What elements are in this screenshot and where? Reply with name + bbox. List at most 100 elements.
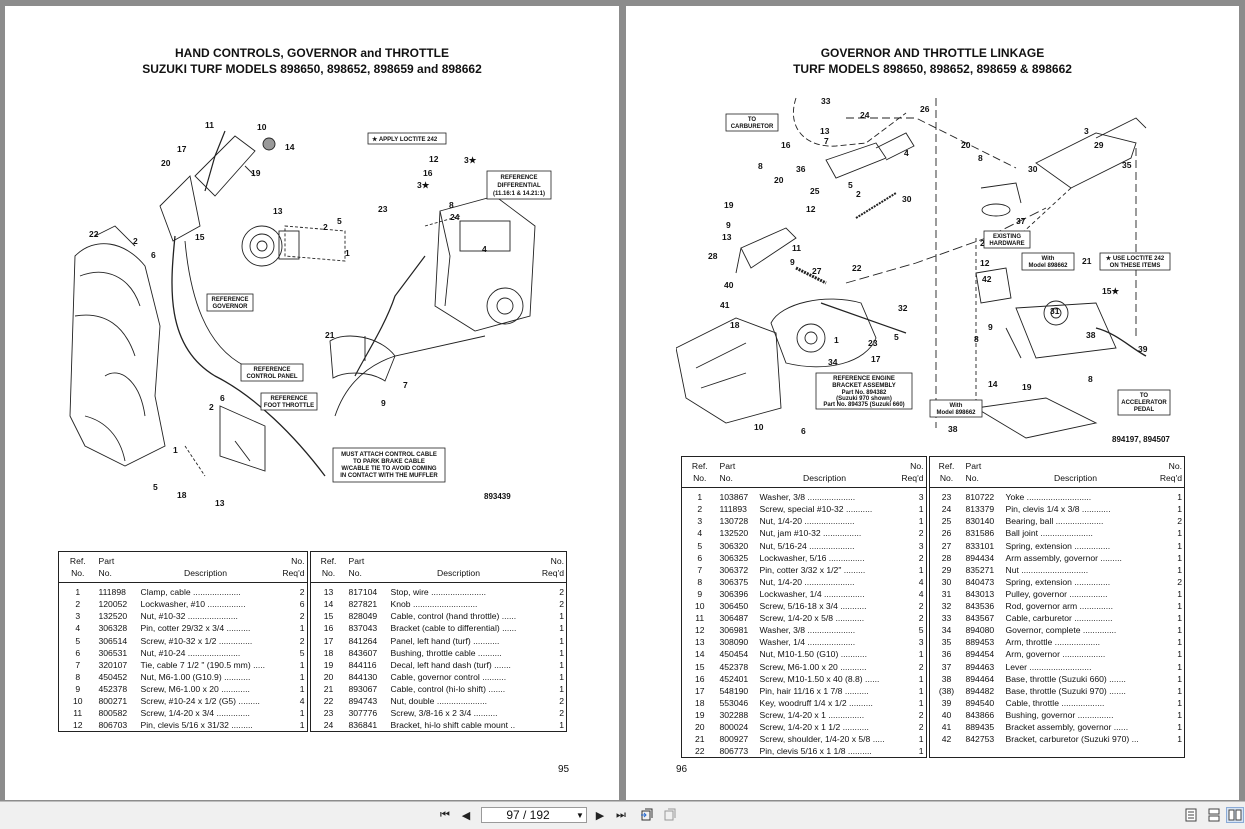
callout-reference-control-panel: REFERENCE CONTROL PANEL [240, 363, 304, 382]
cell-ref: 21 [694, 734, 705, 745]
cell-ref: 3 [75, 611, 81, 622]
col-qty: No.Req'd [1147, 456, 1185, 489]
svg-text:CARBURETOR: CARBURETOR [731, 124, 774, 130]
callout-number: 39 [1138, 344, 1148, 354]
cell-part: 800024 [719, 721, 749, 732]
cell-ref: 11 [73, 708, 83, 719]
cell-qty: 1 [559, 611, 564, 622]
cell-desc: Stop, wire ....................... [390, 587, 487, 598]
cell-part: 894540 [965, 697, 995, 708]
cell-ref: 24 [925, 503, 964, 516]
cell-part: 843866 [965, 709, 995, 720]
first-page-button[interactable]: ⏮ [440, 808, 450, 821]
continuous-view-icon[interactable] [1205, 807, 1223, 823]
cell-ref: 8 [697, 576, 703, 587]
callout-number: 11 [205, 120, 214, 130]
cell-qty: 1 [918, 746, 924, 757]
callout-number: 28 [708, 251, 718, 261]
cell-qty [1148, 745, 1185, 758]
cell-qty: 1 [918, 734, 924, 745]
cell-desc: Washer, 3/8 .................... [759, 492, 856, 503]
previous-page-button[interactable]: ◀ [461, 809, 471, 822]
single-page-view-icon[interactable] [1182, 807, 1200, 823]
cell-part: 889435 [965, 721, 995, 732]
cell-desc: Screw, 5/16-18 x 3/4 ........... [759, 601, 867, 612]
cell-qty: 2 [299, 635, 305, 646]
cell-part: 307776 [348, 708, 378, 719]
cell-part: 800582 [98, 708, 128, 719]
callout-number: 5 [337, 216, 342, 226]
cell-qty: 1 [299, 671, 305, 682]
cell-desc: Pin, clevis 5/16 x 31/32 ......... [140, 720, 253, 731]
cell-ref: 19 [694, 709, 705, 720]
callout-number: 19 [251, 168, 261, 178]
cell-desc: Bearing, ball .................... [1005, 516, 1104, 527]
svg-text:Model 898662: Model 898662 [1028, 263, 1068, 269]
cell-part: 306375 [719, 576, 749, 587]
cell-part: 827821 [348, 599, 378, 610]
page-number-field[interactable]: 97 / 192 ▼ [481, 807, 587, 823]
cell-ref: 6 [697, 552, 703, 563]
cell-desc: Screw, M6-1.00 x 20 ............ [140, 683, 250, 694]
cell-ref: 37 [925, 660, 964, 673]
cell-qty: 1 [1177, 734, 1182, 745]
cell-ref: 12 [72, 720, 83, 731]
cell-part: 843536 [965, 601, 995, 612]
callout-number: 2 [856, 189, 861, 199]
callout-number: 18 [730, 320, 740, 330]
cell-part: 302288 [719, 709, 749, 720]
svg-text:W/CABLE TIE TO AVOID COMING: W/CABLE TIE TO AVOID COMING [341, 466, 437, 472]
cell-part: 894463 [965, 661, 995, 672]
cell-desc: Bushing, throttle cable .......... [390, 647, 502, 658]
cell-desc: Cable, governor control .......... [390, 671, 507, 682]
cell-ref: 18 [694, 697, 705, 708]
cell-part: 306514 [98, 635, 128, 646]
callout-number: 6 [220, 393, 225, 403]
callout-with-model-898662-lower: With Model 898662 [929, 399, 983, 418]
cell-qty: 1 [1177, 661, 1182, 672]
callout-number: 1 [834, 335, 839, 345]
callout-number: 2 [323, 222, 328, 232]
next-page-button[interactable]: ▶ [595, 809, 605, 822]
callout-number: 25 [810, 186, 820, 196]
two-page-view-icon[interactable] [1226, 807, 1244, 823]
callout-loctite: ★ APPLY LOCTITE 242 [367, 132, 447, 145]
go-forward-view-icon[interactable] [661, 807, 679, 823]
callout-number: 29 [1094, 140, 1104, 150]
cell-qty: 2 [918, 661, 924, 672]
cell-desc: Tie, cable 7 1/2 " (190.5 mm) ..... [140, 659, 266, 670]
chevron-down-icon[interactable]: ▼ [576, 810, 584, 820]
callout-number: 21 [1082, 256, 1092, 266]
callout-number: 23 [378, 204, 388, 214]
cell-qty: 1 [1177, 685, 1182, 696]
cell-desc: Pulley, governor ................ [1005, 588, 1108, 599]
page-subtitle: SUZUKI TURF MODELS 898650, 898652, 89865… [142, 62, 482, 76]
cell-ref: 19 [306, 658, 347, 671]
cell-desc: Cable, throttle .................. [1005, 697, 1105, 708]
cell-qty: 1 [918, 697, 924, 708]
cell-qty: 4 [299, 696, 305, 707]
cell-desc: Lever .......................... [1005, 661, 1092, 672]
cell-qty: 1 [559, 720, 564, 731]
go-back-view-icon[interactable] [638, 807, 656, 823]
cell-ref: 23 [306, 707, 347, 720]
callout-number: 17 [871, 354, 881, 364]
cell-desc: Yoke ........................... [1005, 492, 1092, 503]
col-description: Description [757, 456, 892, 489]
last-page-button[interactable]: ⏭ [616, 808, 626, 821]
col-qty: No.Req'd [272, 551, 309, 584]
cell-part [964, 745, 1004, 758]
cell-ref: 32 [925, 600, 964, 613]
cell-desc: Bracket, hi-lo shift cable mount .. [390, 720, 516, 731]
svg-text:REFERENCE: REFERENCE [211, 297, 248, 303]
cell-part: 889453 [965, 637, 995, 648]
callout-number: 15 [195, 232, 205, 242]
cell-qty: 1 [918, 516, 924, 527]
callout-with-model-898662: With Model 898662 [1021, 252, 1075, 271]
svg-text:REFERENCE: REFERENCE [500, 175, 537, 181]
svg-text:GOVERNOR: GOVERNOR [212, 304, 248, 310]
